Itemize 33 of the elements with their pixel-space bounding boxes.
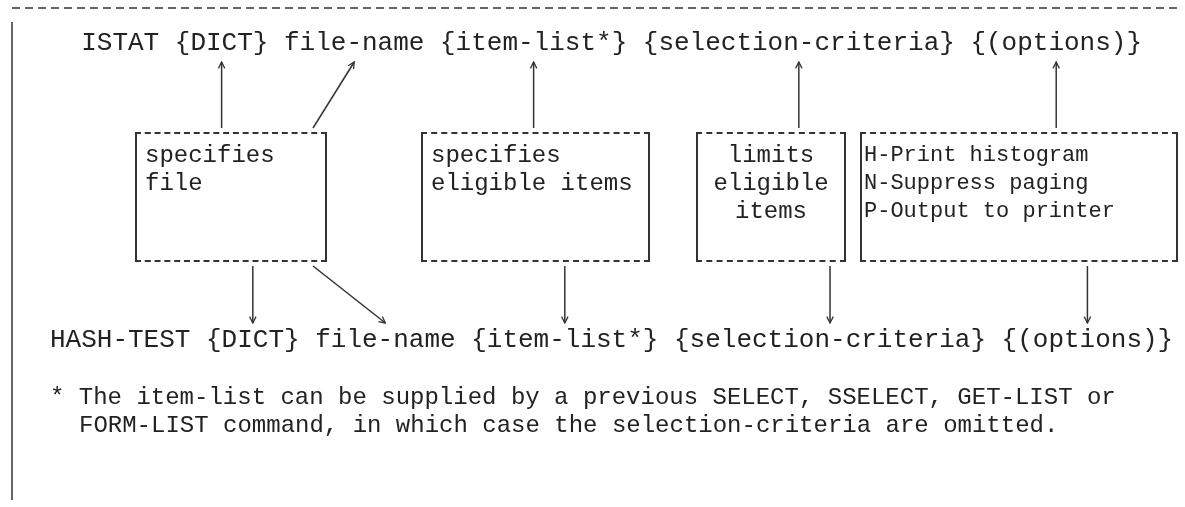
- arrow: [312, 265, 387, 324]
- arrow: [217, 61, 226, 129]
- arrow: [795, 61, 803, 129]
- syntax-token: {DICT}: [174, 28, 269, 58]
- box-text: limits eligible items: [712, 142, 830, 226]
- syntax-token: file-name: [315, 325, 456, 355]
- syntax-token: {selection-criteria}: [642, 28, 955, 58]
- description-box: [696, 132, 846, 262]
- footnote: * The item-list can be supplied by a previous SELECT, SSELECT, GET-LIST or FORM-LIST command, in which case the selection-criteria are omitted.: [50, 384, 1117, 440]
- arrow: [560, 265, 569, 324]
- syntax-token: {(options)}: [970, 28, 1143, 58]
- syntax-token: {item-list*}: [440, 28, 628, 58]
- option-line: N-Suppress paging: [864, 170, 1090, 198]
- syntax-token: {DICT}: [206, 325, 300, 355]
- syntax-token: {selection-criteria}: [674, 325, 987, 355]
- arrow: [248, 265, 257, 324]
- arrow: [312, 61, 355, 129]
- description-box: [860, 132, 1178, 262]
- description-box: [421, 132, 650, 262]
- option-line: P-Output to printer: [864, 198, 1116, 226]
- arrow: [529, 61, 538, 129]
- box-text: specifies eligible items: [431, 142, 634, 198]
- syntax-token: file-name: [284, 28, 425, 58]
- box-text: specifies file: [145, 142, 276, 198]
- arrow: [826, 265, 834, 324]
- command-name: ISTAT: [81, 28, 160, 58]
- option-line: H-Print histogram: [864, 142, 1090, 170]
- syntax-token: {item-list*}: [471, 325, 659, 355]
- arrow: [1052, 61, 1061, 129]
- syntax-token: {(options)}: [1001, 325, 1174, 355]
- command-name: HASH-TEST: [50, 325, 191, 355]
- description-box: [135, 132, 327, 262]
- arrow: [1083, 265, 1092, 324]
